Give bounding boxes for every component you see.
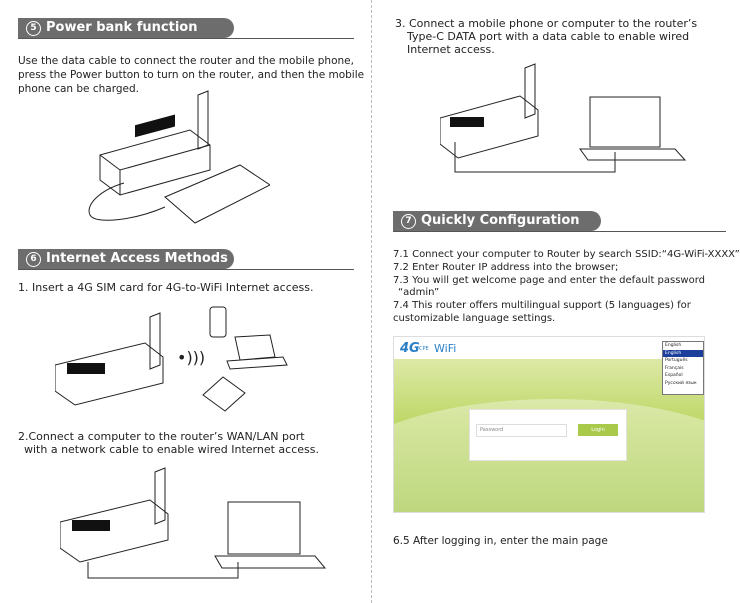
section-6-rule xyxy=(18,269,354,270)
section-5-banner: 5 Power bank function xyxy=(18,18,234,38)
section-5-line-1: Use the data cable to connect the router… xyxy=(18,55,354,67)
router-antenna xyxy=(154,467,166,525)
section-5-title: Power bank function xyxy=(46,20,198,35)
laptop-icon xyxy=(579,96,687,161)
section-5-line-3: phone can be charged. xyxy=(18,83,139,95)
login-box: Password Login xyxy=(469,409,627,461)
mobile-phone xyxy=(164,164,270,224)
language-dropdown[interactable]: English English Português Français Españ… xyxy=(662,341,704,395)
typec-access-illustration xyxy=(440,63,687,173)
section-5-line-2: press the Power button to turn on the ro… xyxy=(18,69,365,81)
router-body xyxy=(99,129,211,196)
section-7-rule xyxy=(393,231,726,232)
section-7-line-1: 7.1 Connect your computer to Router by s… xyxy=(393,249,740,260)
network-cable xyxy=(87,562,239,579)
section-3-line-3: Internet access. xyxy=(407,43,495,56)
section-5-number: 5 xyxy=(26,21,41,36)
login-button[interactable]: Login xyxy=(578,424,618,436)
language-option[interactable]: Español xyxy=(665,373,683,378)
router-screen xyxy=(67,363,105,374)
section-6-step-1: 1. Insert a 4G SIM card for 4G-to-WiFi I… xyxy=(18,281,314,294)
logo-wifi: WiFi xyxy=(434,342,457,355)
router-body xyxy=(60,499,169,563)
section-7-line-3: 7.3 You will get welcome page and enter … xyxy=(393,275,706,286)
section-6-step-2-line-1: 2.Connect a computer to the router’s WAN… xyxy=(18,430,305,443)
section-7-line-6: customizable language settings. xyxy=(393,313,556,324)
wifi-signal-icon: •))) xyxy=(177,348,205,367)
charging-cable xyxy=(88,182,166,221)
section-7-line-4: “admin” xyxy=(398,287,440,298)
router-antenna xyxy=(149,312,161,370)
router-screen xyxy=(450,117,484,127)
language-option[interactable]: Português xyxy=(665,358,688,363)
data-cable xyxy=(454,142,616,173)
router-antenna xyxy=(197,90,209,150)
powerbank-illustration xyxy=(88,90,270,224)
router-edges xyxy=(99,144,211,195)
section-7-line-5: 7.4 This router offers multilingual supp… xyxy=(393,300,691,311)
password-input[interactable]: Password xyxy=(476,424,567,437)
section-6-title: Internet Access Methods xyxy=(46,251,228,266)
section-3-line-2: Type-C DATA port with a data cable to en… xyxy=(407,30,690,43)
section-7-title: Quickly Configuration Gide xyxy=(401,213,580,248)
laptop-icon xyxy=(214,501,327,569)
tablet-icon xyxy=(202,376,246,412)
section-5-rule xyxy=(18,38,354,39)
section-7-line-2: 7.2 Enter Router IP address into the bro… xyxy=(393,262,619,273)
wifi-access-illustration: •))) xyxy=(55,306,288,412)
footer-note: 6.5 After logging in, enter the main pag… xyxy=(393,535,608,547)
laptop-icon xyxy=(226,334,288,370)
language-option[interactable]: Русский язык xyxy=(665,380,697,386)
section-6-banner: 6 Internet Access Methods xyxy=(18,249,234,269)
login-background xyxy=(394,359,704,512)
router-body xyxy=(440,95,539,159)
column-divider xyxy=(371,0,372,603)
language-option[interactable]: English xyxy=(665,343,682,348)
section-3-line-1: 3. Connect a mobile phone or computer to… xyxy=(395,17,698,30)
logo-4g: 4G xyxy=(400,341,420,356)
smartphone-icon xyxy=(209,306,227,338)
wired-access-illustration xyxy=(60,467,327,579)
language-option[interactable]: Français xyxy=(665,365,684,371)
section-6-step-2-line-2: with a network cable to enable wired Int… xyxy=(24,443,319,456)
router-screen xyxy=(72,520,110,531)
language-option-selected[interactable]: English xyxy=(663,349,703,357)
section-7-number: 7 xyxy=(401,214,416,229)
router-screen xyxy=(135,114,175,138)
section-6-number: 6 xyxy=(26,252,41,267)
router-body xyxy=(55,342,164,406)
router-antenna xyxy=(524,63,536,119)
login-page-screenshot: 4G CPE WiFi Password Login English Engli… xyxy=(393,336,705,513)
logo-cpe: CPE xyxy=(419,346,429,352)
